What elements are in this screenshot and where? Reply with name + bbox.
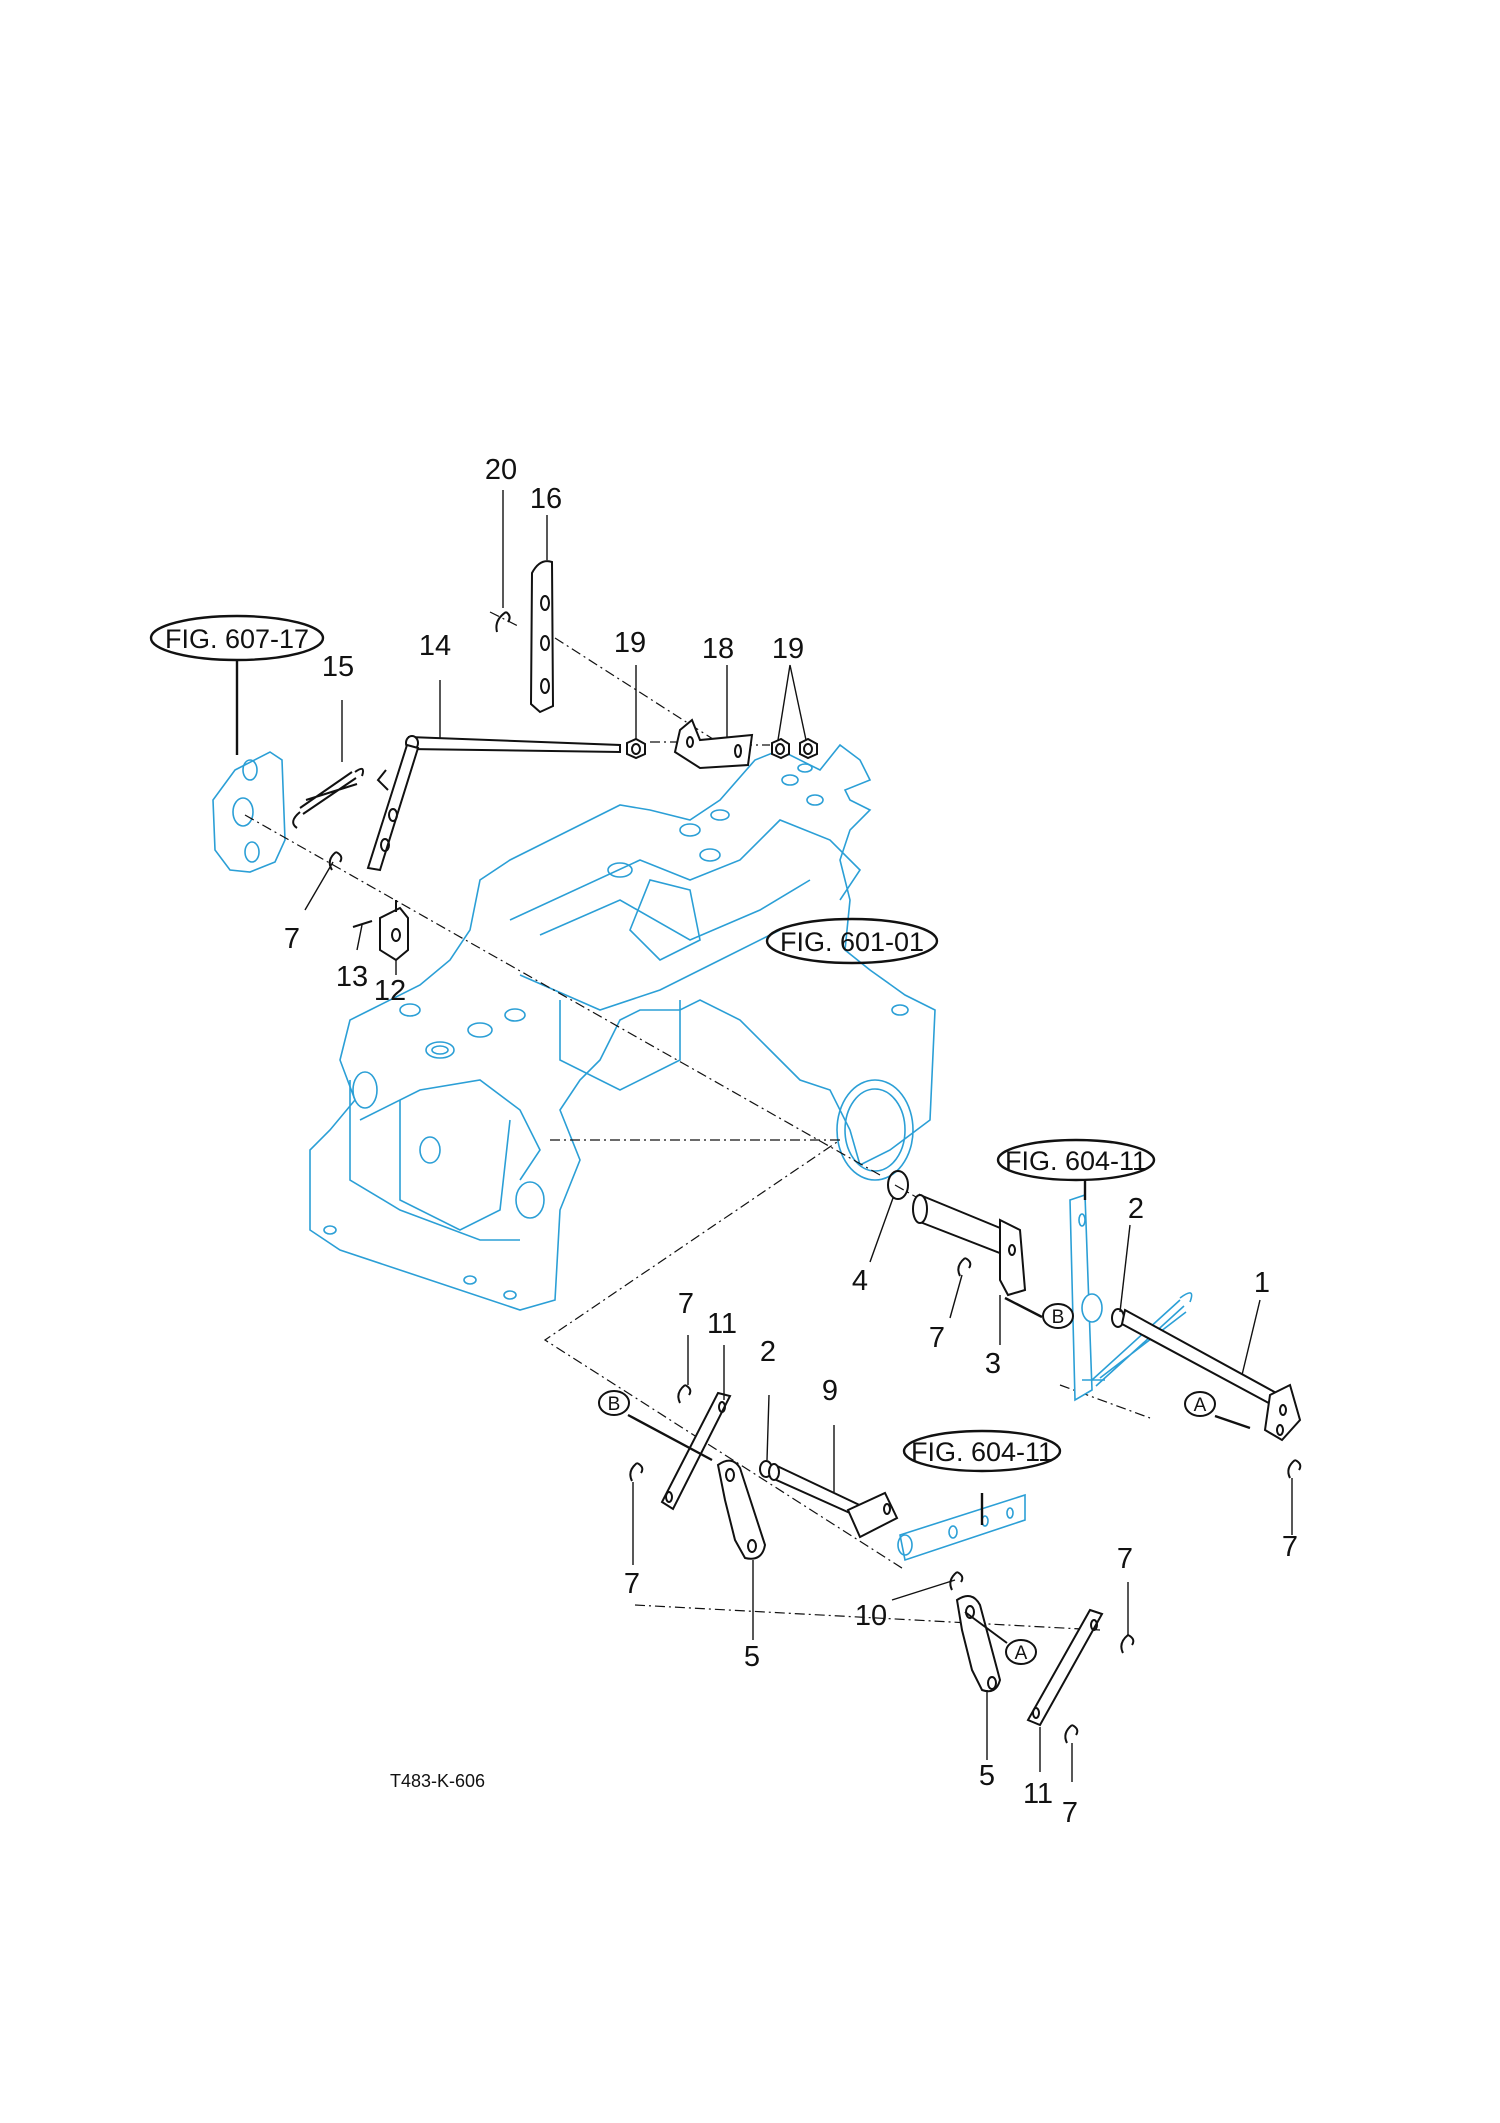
spring-blue xyxy=(1091,1292,1193,1387)
part-7-snap-ring-far-right xyxy=(1287,1459,1302,1479)
callout-13: 13 xyxy=(336,961,368,993)
marker-letter: B xyxy=(608,1394,621,1415)
callout-14: 14 xyxy=(419,630,451,662)
part-15-spring xyxy=(292,767,365,829)
figure-ref-label: FIG. 607-17 xyxy=(165,624,309,654)
callout-11-left: 11 xyxy=(707,1308,737,1340)
part-11-link-right xyxy=(1026,1608,1104,1727)
callout-3: 3 xyxy=(985,1348,1001,1380)
part-13-pin xyxy=(352,920,373,928)
cover-plate xyxy=(212,751,286,873)
callout-10: 10 xyxy=(855,1600,887,1632)
part-9-shaft xyxy=(768,1463,899,1539)
link-lever-blue xyxy=(1069,1193,1105,1402)
part-19-nuts xyxy=(626,737,818,760)
callout-16: 16 xyxy=(530,483,562,515)
part-7-snap-ring-lower-c xyxy=(1120,1634,1135,1654)
figure-ref-601-01[interactable]: FIG. 601-01 xyxy=(765,917,939,965)
part-7-snap-ring-lower-a xyxy=(677,1384,692,1404)
part-7-snap-ring-lower-b xyxy=(629,1462,644,1482)
part-7-snap-ring-lower-d xyxy=(1064,1724,1079,1744)
callout-15: 15 xyxy=(322,651,354,683)
callout-12: 12 xyxy=(374,975,406,1007)
part-10-snap-ring xyxy=(949,1571,964,1591)
callout-7-lower-d: 7 xyxy=(1062,1797,1078,1829)
part-3-shaft-arm xyxy=(912,1193,1027,1297)
marker-letter: B xyxy=(1052,1307,1065,1328)
callout-7-lower-c: 7 xyxy=(1117,1543,1133,1575)
callout-5-left: 5 xyxy=(744,1641,760,1673)
connection-marker-a-upper: A xyxy=(1184,1391,1216,1417)
part-4-o-ring xyxy=(887,1170,909,1200)
marker-letter: A xyxy=(1015,1643,1028,1664)
part-16-link-plate xyxy=(529,560,555,714)
callouts: 20 16 14 15 19 18 19 7 13 12 4 7 3 2 1 7… xyxy=(284,454,1298,1829)
callout-9: 9 xyxy=(822,1375,838,1407)
callout-7-upper-left: 7 xyxy=(284,923,300,955)
part-7-snap-ring-upper-left xyxy=(328,851,343,871)
part-20-snap-ring xyxy=(495,611,511,633)
part-5-lever-left xyxy=(716,1459,767,1560)
callout-7-lower-b: 7 xyxy=(624,1568,640,1600)
part-12-clevis xyxy=(379,900,409,962)
callout-2-right: 2 xyxy=(1128,1193,1144,1225)
part-1-shaft xyxy=(1120,1308,1302,1442)
callout-7-lower-a: 7 xyxy=(678,1288,694,1320)
plate-blue-lower xyxy=(897,1493,1026,1562)
figure-ref-label: FIG. 604-11 xyxy=(1005,1146,1147,1176)
figure-ref-607-17[interactable]: FIG. 607-17 xyxy=(149,614,325,662)
callout-20: 20 xyxy=(485,454,517,486)
transmission-housing-outline xyxy=(309,743,936,1311)
callout-18: 18 xyxy=(702,633,734,665)
connection-marker-a-lower: A xyxy=(1005,1639,1037,1665)
figure-ref-604-11-lower[interactable]: FIG. 604-11 xyxy=(902,1429,1062,1473)
part-18-bracket xyxy=(673,718,754,770)
figure-ref-label: FIG. 601-01 xyxy=(780,927,924,957)
connection-marker-b-upper: B xyxy=(1042,1303,1074,1329)
callout-1: 1 xyxy=(1254,1267,1270,1299)
callout-4: 4 xyxy=(852,1265,868,1297)
part-7-snap-ring-right xyxy=(957,1257,972,1277)
part-5-lever-right xyxy=(955,1595,1002,1693)
callout-7-right: 7 xyxy=(929,1322,945,1354)
figure-ref-604-11-upper[interactable]: FIG. 604-11 xyxy=(996,1138,1156,1182)
drawing-code: T483-K-606 xyxy=(390,1771,485,1791)
connection-marker-b-lower: B xyxy=(598,1390,630,1416)
callout-5-right: 5 xyxy=(979,1760,995,1792)
callout-7-far-right: 7 xyxy=(1282,1531,1298,1563)
part-14-rod xyxy=(366,735,621,872)
callout-11-right: 11 xyxy=(1023,1778,1053,1810)
callout-2-lower: 2 xyxy=(760,1336,776,1368)
marker-letter: A xyxy=(1194,1395,1207,1416)
figure-ref-label: FIG. 604-11 xyxy=(911,1437,1053,1467)
leader-lines xyxy=(235,490,1293,1782)
callout-19-left: 19 xyxy=(614,627,646,659)
callout-19-right: 19 xyxy=(772,633,804,665)
